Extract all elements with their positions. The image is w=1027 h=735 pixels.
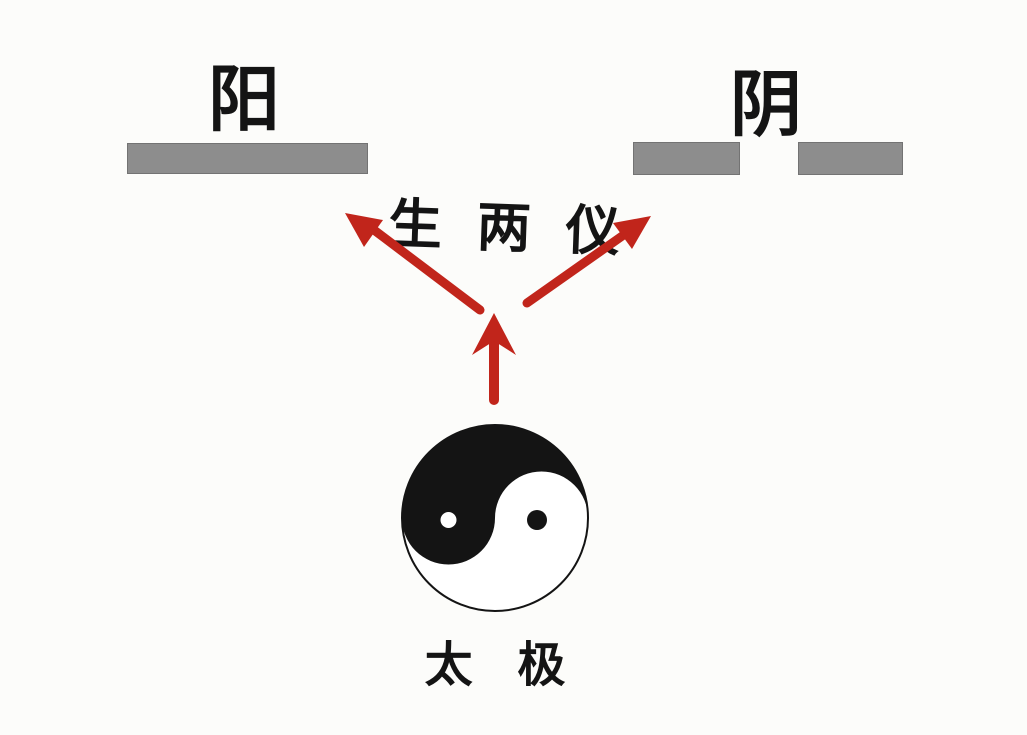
yang-label: 阳 [207,57,281,142]
yang-solid-line-bar [127,143,368,174]
arrow-up-right-icon [522,216,651,308]
arrow-up-icon [472,313,516,405]
yin-yang-icon [401,424,589,612]
yin-label: 阴 [729,62,803,147]
taiji-label: 太 极 [424,637,580,693]
arrow-up-left-icon [345,213,485,315]
yin-broken-line-right-segment [798,142,903,175]
yin-broken-line-left-segment [633,142,740,175]
